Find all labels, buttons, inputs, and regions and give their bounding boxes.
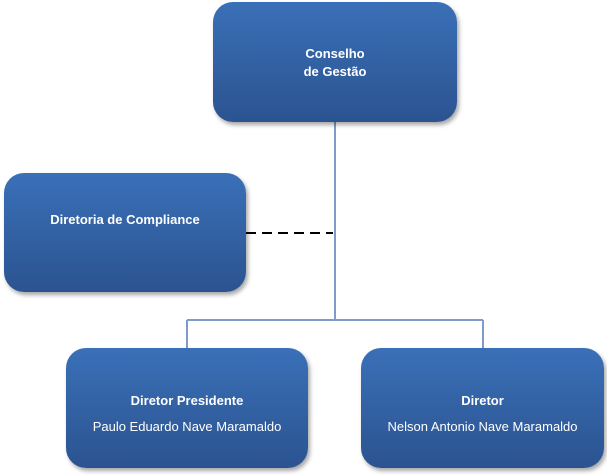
node-diretor-presidente: Diretor Presidente Paulo Eduardo Nave Ma…: [66, 348, 308, 468]
node-person-name: Nelson Antonio Nave Maramaldo: [387, 419, 578, 434]
node-label: Conselho: [305, 46, 365, 61]
node-person-name: Paulo Eduardo Nave Maramaldo: [92, 419, 282, 434]
node-title: Diretor Presidente: [130, 393, 244, 408]
node-diretoria-compliance: Diretoria de Compliance: [4, 173, 246, 292]
node-conselho-de-gestao: Conselho de Gestão: [213, 2, 457, 122]
node-label: de Gestão: [303, 64, 367, 79]
node-title: Diretor: [461, 393, 504, 408]
node-diretor: Diretor Nelson Antonio Nave Maramaldo: [361, 348, 604, 468]
node-label: Diretoria de Compliance: [50, 212, 200, 227]
